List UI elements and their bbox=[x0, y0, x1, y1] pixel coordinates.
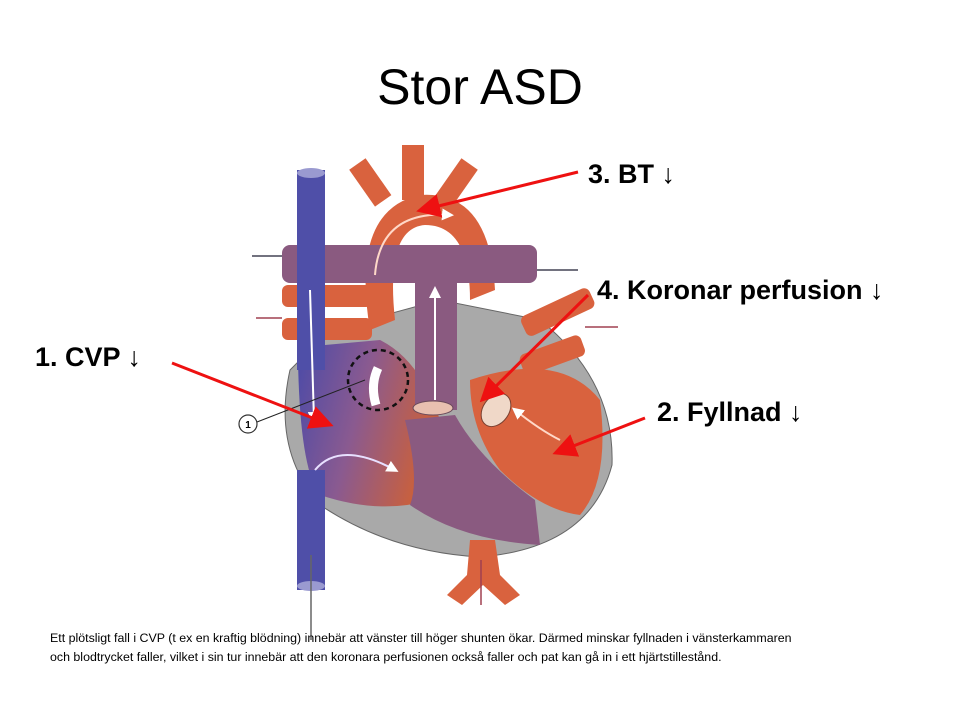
label-cvp: 1. CVP ↓ bbox=[35, 342, 142, 372]
shunt-arrow bbox=[368, 366, 383, 407]
slide-title: Stor ASD bbox=[377, 59, 583, 115]
aortic-branch bbox=[349, 158, 392, 207]
bt-arrow bbox=[416, 170, 579, 218]
marker-1-text: 1 bbox=[245, 420, 251, 431]
caption-line: Ett plötsligt fall i CVP (t ex en krafti… bbox=[50, 631, 792, 645]
pulmonary-vein bbox=[521, 288, 595, 336]
fyllnad-arrow bbox=[552, 416, 646, 457]
pulmonary-vein bbox=[519, 335, 585, 375]
pulmonary-vein bbox=[282, 285, 372, 307]
pulmonary-artery-branches bbox=[282, 245, 537, 283]
aorta bbox=[365, 194, 495, 330]
descending-aorta bbox=[447, 540, 520, 605]
cvp-arrow bbox=[171, 361, 334, 429]
caption-line: och blodtrycket faller, vilket i sin tur… bbox=[50, 650, 722, 664]
right-ventricle bbox=[405, 415, 540, 545]
label-fyllnad: 2. Fyllnad ↓ bbox=[657, 397, 803, 427]
pulmonary-valve bbox=[412, 400, 454, 416]
right-atrium bbox=[298, 340, 440, 507]
asd-highlight-circle bbox=[346, 348, 410, 412]
aortic-branch bbox=[402, 145, 424, 200]
caption: Ett plötsligt fall i CVP (t ex en krafti… bbox=[50, 629, 930, 667]
pulmonary-vein bbox=[282, 318, 372, 340]
label-bt: 3. BT ↓ bbox=[588, 159, 676, 189]
koronar-arrow bbox=[479, 293, 590, 403]
marker-1 bbox=[238, 414, 258, 434]
label-koronar: 4. Koronar perfusion ↓ bbox=[597, 275, 884, 305]
aortic-branch bbox=[435, 158, 478, 207]
